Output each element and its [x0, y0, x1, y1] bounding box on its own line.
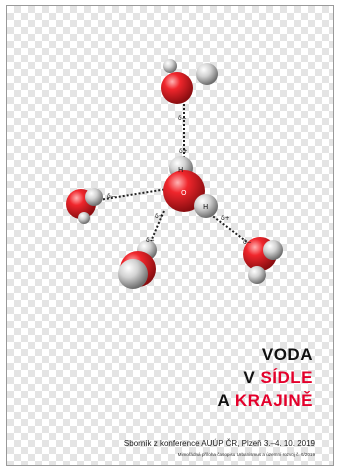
title-line-3: A KRAJINĚ — [217, 390, 313, 412]
delta-minus-label: δ− — [146, 237, 155, 244]
delta-minus-label: δ− — [107, 193, 116, 200]
water-molecule-center — [163, 156, 218, 218]
water-molecules-illustration: δ− δ+ H O H δ− δ+ δ− δ+ δ− — [66, 59, 283, 289]
publication-note: Mimořádná příloha časopisu Urbanismus a … — [177, 452, 315, 457]
subtitle: Sborník z konference AUÚP ČR, Plzeň 3.–4… — [123, 439, 315, 448]
hydrogen-bonds — [98, 104, 256, 249]
title-line-2: V SÍDLE — [243, 367, 313, 389]
water-molecule-bottom-left — [118, 240, 157, 289]
water-molecule-top — [161, 59, 218, 104]
cover-page: δ− δ+ H O H δ− δ+ δ− δ+ δ− VODA V SÍDLE … — [6, 5, 334, 466]
title-word: VODA — [261, 345, 313, 364]
water-molecule-bottom-right — [243, 237, 283, 284]
title-accent-word: KRAJINĚ — [234, 391, 313, 410]
title-word: V — [243, 368, 256, 387]
delta-plus-label: δ+ — [155, 213, 164, 220]
delta-minus-label: δ− — [243, 239, 252, 246]
delta-plus-label: δ+ — [221, 215, 230, 222]
title-line-1: VODA — [262, 344, 313, 366]
delta-plus-label: δ+ — [179, 148, 188, 155]
oxygen-label: O — [181, 189, 187, 197]
hydrogen-label: H — [178, 166, 183, 174]
delta-minus-label: δ− — [178, 115, 187, 122]
title-word: A — [217, 391, 230, 410]
hydrogen-label: H — [203, 203, 208, 211]
water-molecule-left — [66, 188, 103, 224]
title-accent-word: SÍDLE — [260, 368, 313, 387]
